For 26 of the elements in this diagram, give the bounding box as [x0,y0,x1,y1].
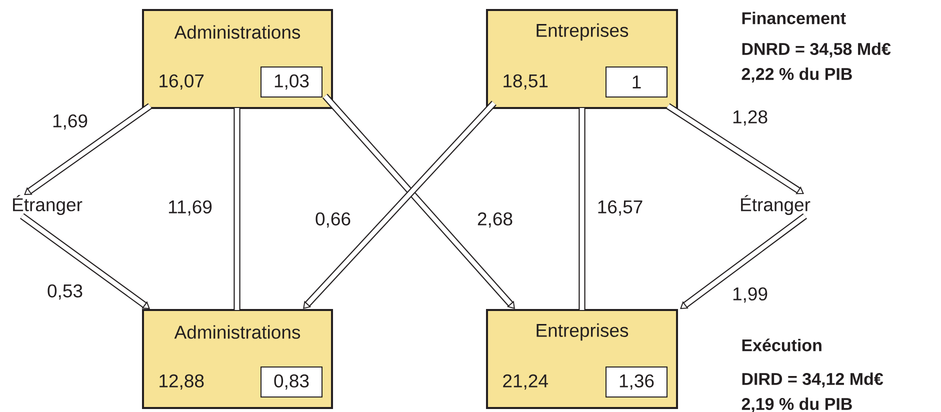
flow-arrow [303,100,496,309]
flow-arrow [680,213,808,309]
value-box: 0,83 [260,366,322,398]
edge-label: 0,53 [48,284,82,300]
flow-arrow [20,213,150,309]
edge-label: 0,66 [316,212,350,228]
flow-arrow [666,103,804,194]
region-label: Étranger [13,195,82,215]
summary-text: DNRD = 34,58 Md€ [742,42,891,58]
summary-text: Financement [742,12,846,24]
flow-arrow [322,94,515,309]
summary-text: 2,19 % du PIB [742,398,852,412]
value-box: 1,36 [606,366,668,398]
summary-text: 2,22 % du PIB [742,68,852,82]
value-box: 1 [606,66,668,98]
summary-text: Exécution [742,338,822,352]
edge-label: 2,68 [478,212,512,228]
edge-label: 16,57 [598,200,642,216]
flow-arrow [24,103,152,195]
edge-label: 1,28 [733,110,768,126]
region-label: Étranger [741,195,810,215]
summary-text: DIRD = 34,12 Md€ [742,372,884,388]
value-box: 1,03 [260,66,322,98]
edge-label: 11,69 [168,200,212,216]
edge-label: 1,99 [733,287,768,303]
edge-label: 1,69 [53,114,88,130]
